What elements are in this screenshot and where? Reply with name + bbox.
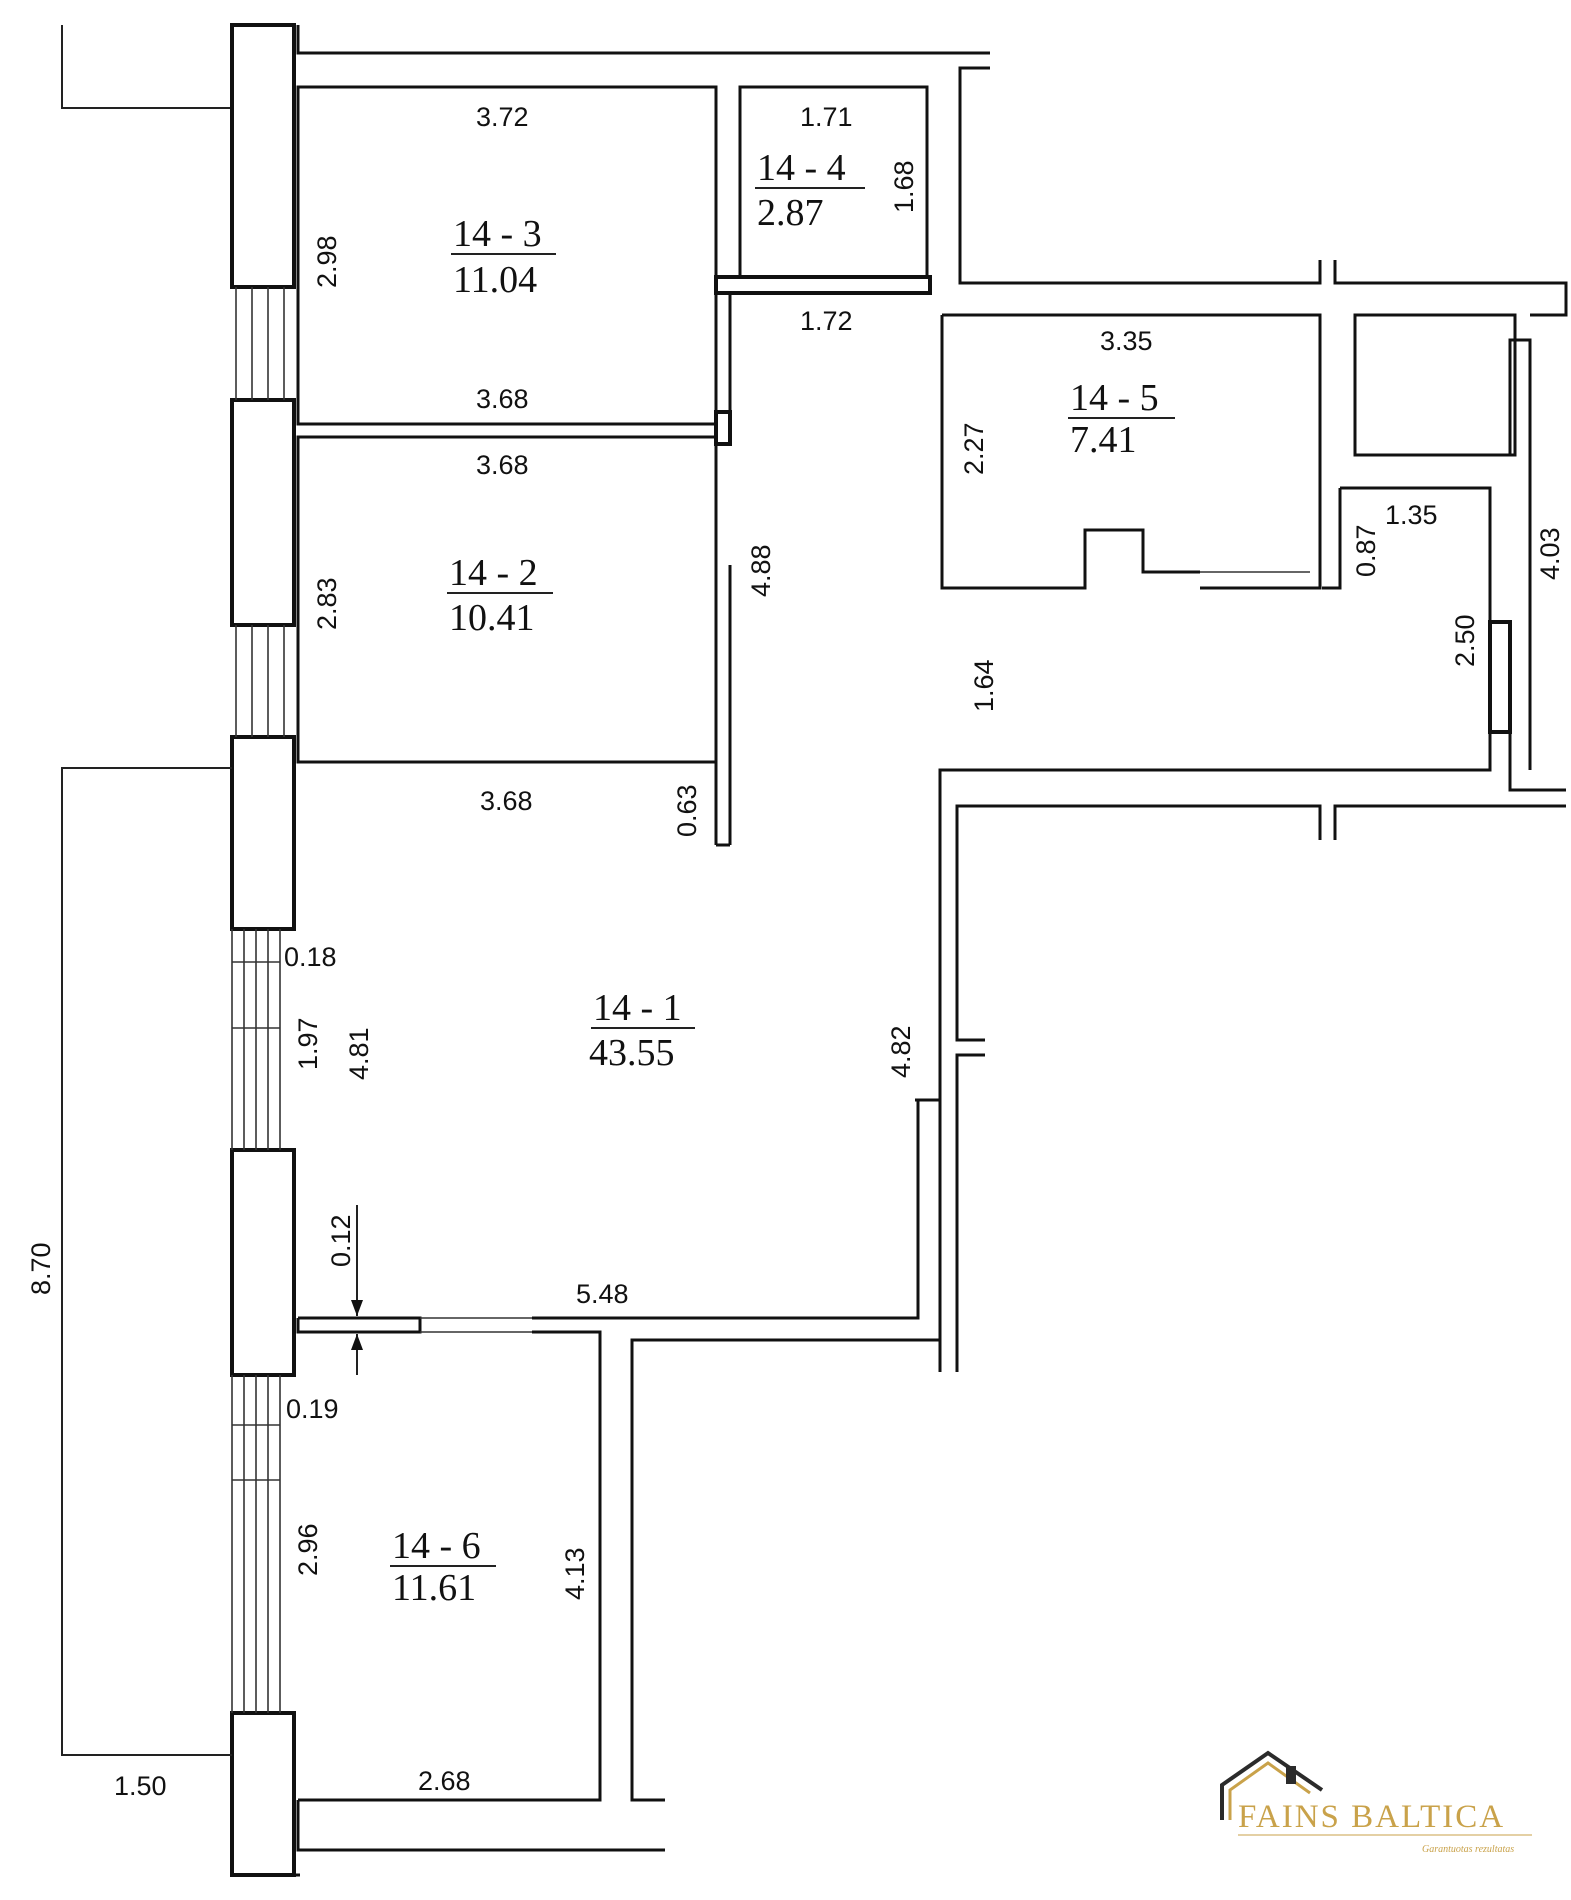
dimension-label: 1.71 xyxy=(800,102,853,132)
room-id: 14 - 6 xyxy=(392,1525,481,1567)
room-area: 11.04 xyxy=(453,259,537,301)
dimension-label: 4.81 xyxy=(344,1027,374,1080)
dimension-label: 0.87 xyxy=(1351,524,1381,577)
left-wall-pier-3 xyxy=(230,1148,296,1377)
dimension-label: 2.98 xyxy=(312,235,342,288)
left-wall-pier-1 xyxy=(230,398,296,627)
room-label-14-4: 14 - 4 2.87 xyxy=(755,147,865,234)
room-area: 2.87 xyxy=(757,192,824,234)
dimension-label: 3.35 xyxy=(1100,326,1153,356)
dimension-label: 4.82 xyxy=(886,1025,916,1078)
room-label-14-3: 14 - 3 11.04 xyxy=(451,213,556,301)
window-1 xyxy=(235,287,285,400)
room-label-14-2: 14 - 2 10.41 xyxy=(447,552,553,639)
dimension-label: 4.13 xyxy=(560,1547,590,1600)
dimension-label: 2.27 xyxy=(959,422,989,475)
dimension-label: 3.68 xyxy=(476,450,529,480)
room-area: 7.41 xyxy=(1070,419,1137,461)
room-id: 14 - 2 xyxy=(449,552,538,594)
dimension-label: 0.18 xyxy=(284,942,337,972)
dimension-label: 3.68 xyxy=(480,786,533,816)
window-4 xyxy=(231,1375,281,1713)
room-id: 14 - 1 xyxy=(593,987,682,1029)
room-area: 10.41 xyxy=(449,597,535,639)
dimension-label: 2.68 xyxy=(418,1766,471,1796)
dimension-label: 2.83 xyxy=(312,577,342,630)
brand-tagline: Garantuotas rezultatas xyxy=(1422,1844,1514,1855)
room-labels: 14 - 3 11.04 14 - 4 2.87 14 - 5 7.41 14 … xyxy=(390,147,1175,1609)
brand-name: FAINS BALTICA xyxy=(1238,1799,1505,1835)
dimension-label: 3.72 xyxy=(476,102,529,132)
room-area: 43.55 xyxy=(589,1032,675,1074)
room-label-14-5: 14 - 5 7.41 xyxy=(1068,377,1175,461)
dimension-label: 1.64 xyxy=(969,659,999,712)
dimension-label: 0.63 xyxy=(672,784,702,837)
dimension-label: 1.50 xyxy=(114,1771,167,1801)
left-wall-upper xyxy=(230,23,296,289)
walls xyxy=(61,23,1568,1877)
room-area: 11.61 xyxy=(392,1567,476,1609)
dimension-label: 2.96 xyxy=(293,1523,323,1576)
dimension-label: 0.19 xyxy=(286,1394,339,1424)
dimension-labels: 3.72 2.98 3.68 1.71 1.68 1.72 3.35 2.27 … xyxy=(26,102,1565,1801)
dimension-label: 0.12 xyxy=(326,1214,356,1267)
dimension-label: 5.48 xyxy=(576,1279,629,1309)
room-label-14-1: 14 - 1 43.55 xyxy=(589,987,695,1074)
dimension-label: 8.70 xyxy=(26,1242,56,1295)
dimension-label: 1.68 xyxy=(889,160,919,213)
room-label-14-6: 14 - 6 11.61 xyxy=(390,1525,496,1609)
dimension-label: 4.88 xyxy=(746,544,776,597)
brand-logo: FAINS BALTICA Garantuotas rezultatas xyxy=(1220,1750,1532,1855)
dimension-label: 1.97 xyxy=(293,1017,323,1070)
window-2 xyxy=(235,625,285,737)
room-id: 14 - 3 xyxy=(453,213,542,255)
dimension-label: 1.35 xyxy=(1385,500,1438,530)
room-id: 14 - 4 xyxy=(757,147,846,189)
dimension-label: 2.50 xyxy=(1450,614,1480,667)
room-id: 14 - 5 xyxy=(1070,377,1159,419)
left-wall-pier-4 xyxy=(230,1711,296,1877)
window-3 xyxy=(231,929,281,1150)
dimension-label: 3.68 xyxy=(476,384,529,414)
dimension-label: 4.03 xyxy=(1535,527,1565,580)
left-wall-pier-2 xyxy=(230,735,296,931)
dimension-label: 1.72 xyxy=(800,306,853,336)
